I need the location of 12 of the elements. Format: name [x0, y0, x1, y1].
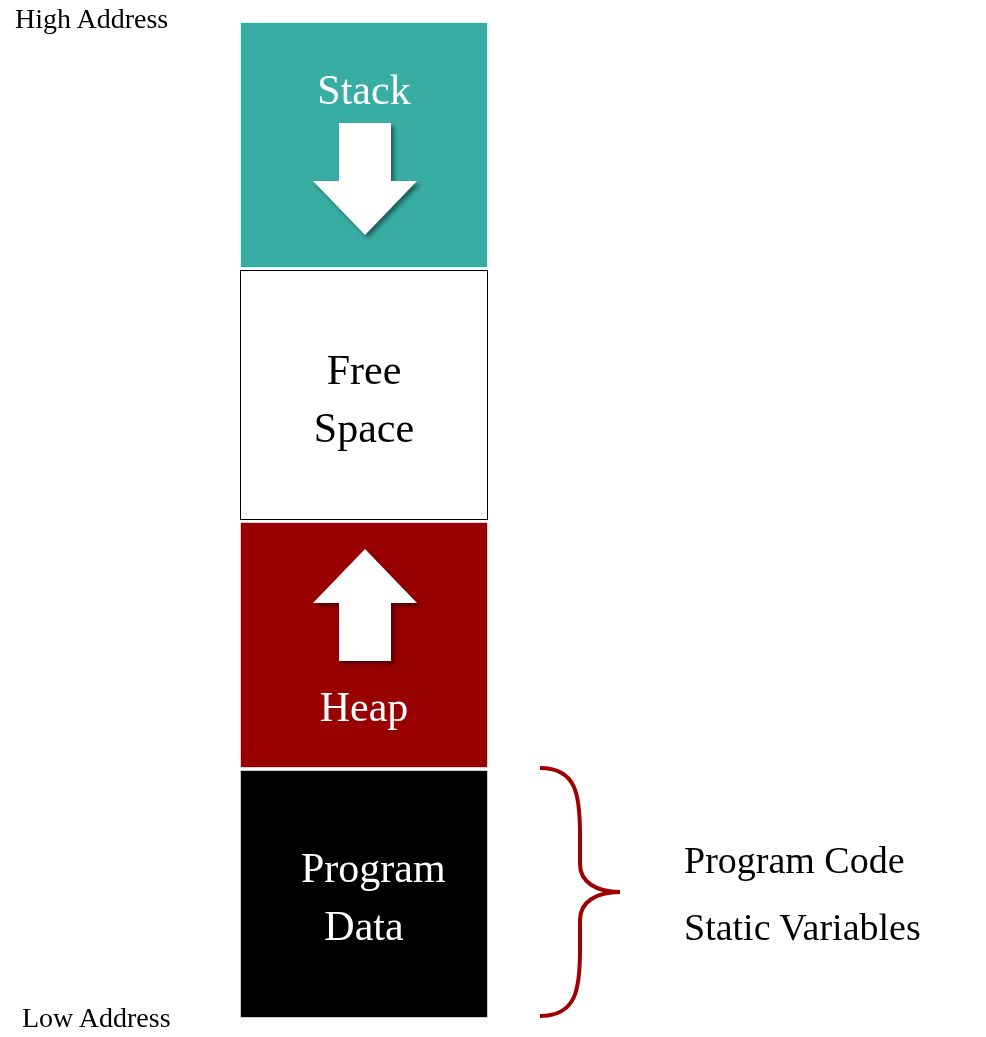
memory-segment: [240, 22, 488, 268]
address-label: Low Address: [22, 1002, 171, 1034]
annotation-text: Program Code: [684, 838, 905, 882]
memory-segment: [240, 522, 488, 768]
memory-segment: [240, 270, 488, 520]
address-label: High Address: [15, 3, 169, 35]
segment-label: Program Data: [300, 844, 447, 951]
memory-segment: [240, 770, 488, 1018]
segment-label: Stack: [316, 66, 412, 115]
segment-label: Free Space: [312, 346, 416, 453]
annotation-text: Static Variables: [684, 905, 921, 949]
segment-label: Heap: [318, 683, 410, 732]
